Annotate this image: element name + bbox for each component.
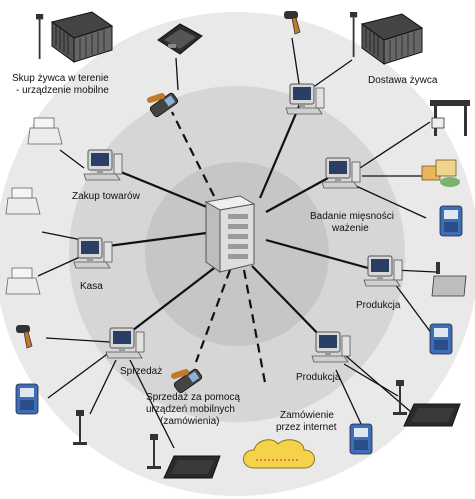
floor-scale-bottom-icon <box>163 455 221 479</box>
workstation-dostawa-icon <box>285 83 325 115</box>
conveyor-scale-icon <box>430 100 470 136</box>
label-internet-line2: przez internet <box>276 422 337 433</box>
label-mobile-line3: (zamówienia) <box>160 416 219 427</box>
connections-dashed <box>171 111 268 389</box>
central-server-icon <box>204 195 256 273</box>
label-badanie-line1: Badanie mięsności <box>310 211 394 222</box>
connections-solid <box>107 103 369 343</box>
workstation-zakup-icon <box>83 149 123 181</box>
workstation-badanie-icon <box>321 157 361 189</box>
meat-products-icon <box>421 159 460 187</box>
workstation-produkcja-bottom-icon <box>311 331 351 363</box>
label-skup-line2: - urządzenie mobilne <box>16 85 109 96</box>
workstation-produkcja-right-icon <box>363 255 403 287</box>
label-mobile-line2: urządzeń mobilnych <box>146 404 235 415</box>
internet-cloud-icon <box>243 439 315 469</box>
label-produkcja-right: Produkcja <box>356 300 401 311</box>
label-produkcja-bottom: Produkcja <box>296 372 341 383</box>
label-skup-line1: Skup żywca w terenie <box>12 73 109 84</box>
workstation-sprzedaz-icon <box>105 327 145 359</box>
workstation-kasa-icon <box>73 237 113 269</box>
scale-post-top-left-icon <box>36 14 44 59</box>
table-scale-right-icon <box>431 262 467 297</box>
label-sprzedaz: Sprzedaż <box>120 366 162 377</box>
scale-post-top-right-icon <box>350 12 358 57</box>
laptop-icon <box>157 23 203 55</box>
label-internet-line1: Zamówienie <box>280 410 334 421</box>
label-printer-right-bottom-icon <box>429 323 453 355</box>
label-mobile-line1: Sprzedaż za pomocą <box>146 392 240 403</box>
label-dostawa: Dostawa żywca <box>368 75 438 86</box>
connections-peripheral <box>37 37 437 449</box>
label-badanie-line2: ważenie <box>331 223 369 234</box>
label-printer-bottom-icon <box>349 423 373 455</box>
floor-scale-bottom-right-icon <box>403 403 461 427</box>
label-zakup: Zakup towarów <box>72 191 141 202</box>
label-printer-right-top-icon <box>439 205 463 237</box>
label-printer-left-icon <box>15 383 39 415</box>
label-kasa: Kasa <box>80 281 103 292</box>
